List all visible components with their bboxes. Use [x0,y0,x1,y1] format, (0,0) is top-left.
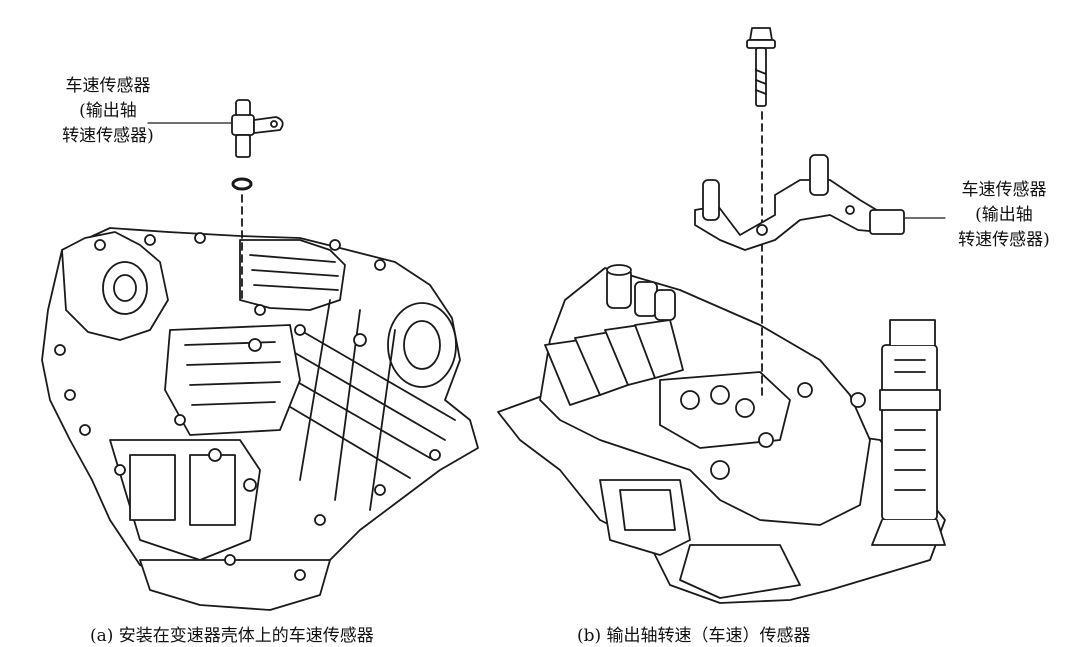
callout-a-line-3: 转速传感器) [62,126,154,146]
caption-b: (b) 输出轴转速（车速）传感器 [577,626,811,646]
o-ring-icon [231,177,253,191]
callout-b-line-3: 转速传感器) [958,230,1050,250]
transmission-illustration [41,227,479,611]
callout-a-line-1: 车速传感器 [65,76,151,96]
caption-a: (a) 安装在变速器壳体上的车速传感器 [90,626,374,646]
callout-a-line-2: (输出轴 [79,101,137,121]
callout-label-b: 车速传感器 (输出轴 转速传感器) [936,178,1072,253]
valve-body-illustration [497,264,946,604]
speed-sensor-a-icon [231,99,284,158]
mounting-bolt-icon [746,27,776,107]
speed-sensor-b-icon [694,154,905,251]
wiring-connector-icon [871,319,946,546]
callout-label-a: 车速传感器 (输出轴 转速传感器) [48,74,168,149]
callout-b-line-2: (输出轴 [975,205,1033,225]
callout-b-line-1: 车速传感器 [961,180,1047,200]
